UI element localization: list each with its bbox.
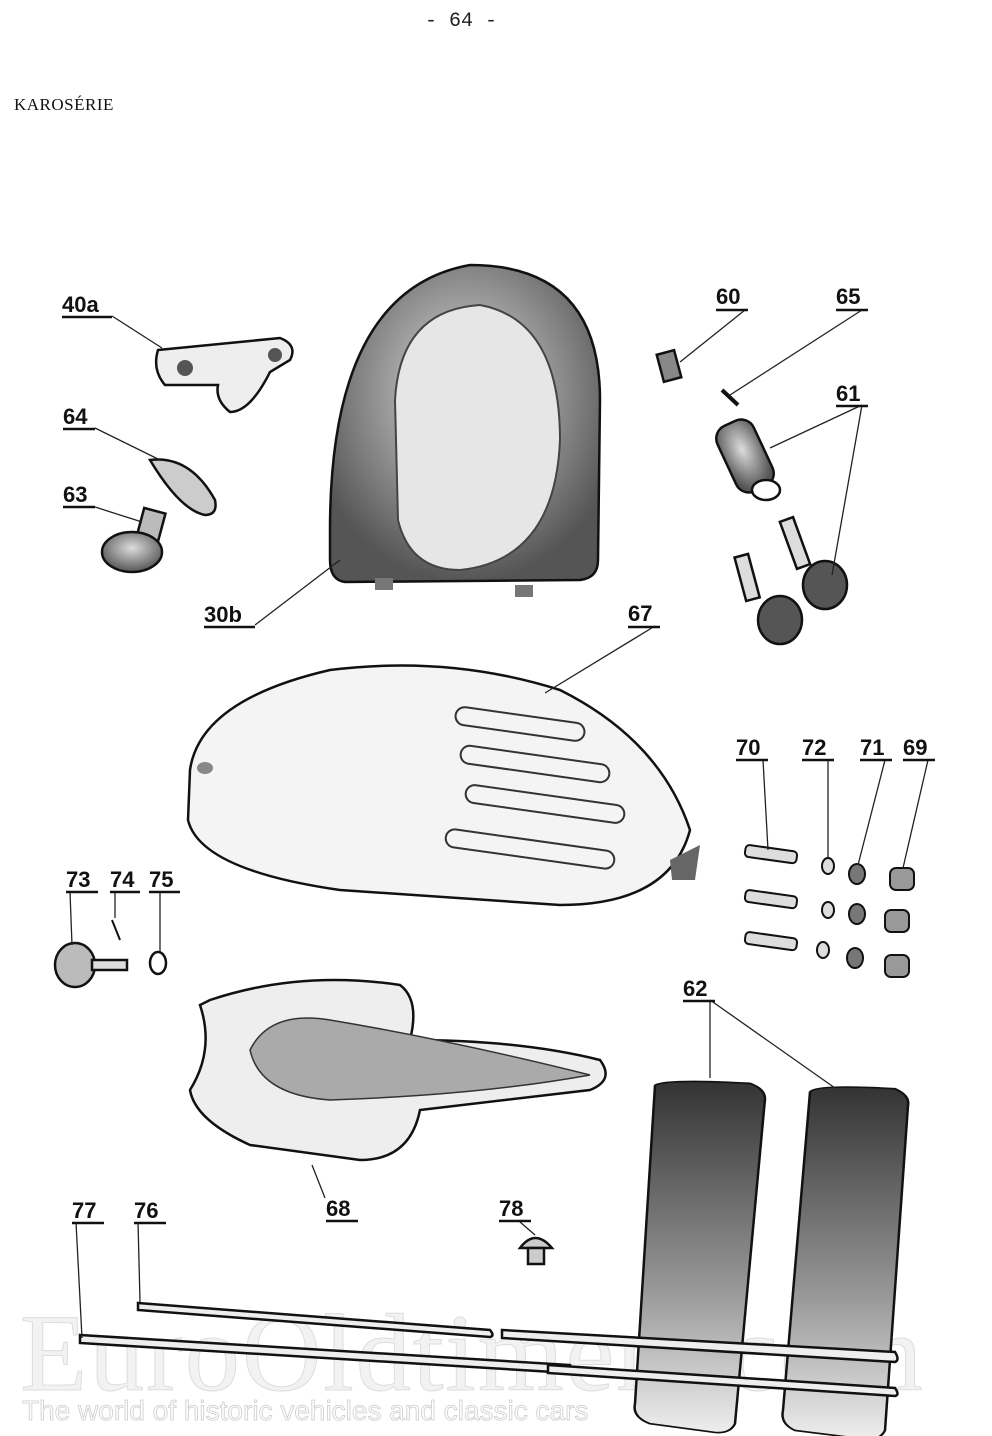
label-63: 63	[63, 482, 87, 507]
label-67: 67	[628, 601, 652, 626]
label-75: 75	[149, 867, 173, 892]
part-labels: 40a 64 63 30b 60 65 61 67 70 72 71 69 73…	[62, 284, 935, 1225]
label-78: 78	[499, 1196, 523, 1221]
part-63-knob	[100, 506, 168, 574]
part-76-77-trim-strips	[78, 1301, 899, 1398]
part-65-pin	[720, 388, 740, 407]
label-70: 70	[736, 735, 760, 760]
part-40a-hinge-bracket	[154, 336, 294, 414]
label-64: 64	[63, 404, 88, 429]
label-72: 72	[802, 735, 826, 760]
watermark-tagline: The world of historic vehicles and class…	[22, 1395, 589, 1427]
label-60: 60	[716, 284, 740, 309]
part-64-spring-clip	[147, 458, 217, 517]
label-76: 76	[134, 1198, 158, 1223]
part-60-spring	[655, 348, 683, 384]
label-30b: 30b	[204, 602, 242, 627]
label-62: 62	[683, 976, 707, 1001]
label-73: 73	[66, 867, 90, 892]
page-number: - 64 -	[425, 10, 498, 33]
label-69: 69	[903, 735, 927, 760]
label-71: 71	[860, 735, 884, 760]
part-61-lock-and-keys	[715, 418, 849, 646]
label-61: 61	[836, 381, 860, 406]
label-77: 77	[72, 1198, 96, 1223]
part-68-leg-shield	[188, 978, 607, 1162]
part-67-side-panel	[186, 664, 700, 907]
part-30b-cover	[328, 263, 602, 597]
label-68: 68	[326, 1196, 350, 1221]
section-title: KAROSÉRIE	[14, 95, 114, 114]
label-65: 65	[836, 284, 860, 309]
label-40a: 40a	[62, 292, 99, 317]
part-70-72-71-69-fasteners	[743, 844, 915, 978]
leader-lines	[69, 309, 929, 1339]
label-74: 74	[110, 867, 135, 892]
part-73-74-75-wing-screw	[53, 919, 168, 989]
part-78-rivet	[517, 1236, 555, 1266]
